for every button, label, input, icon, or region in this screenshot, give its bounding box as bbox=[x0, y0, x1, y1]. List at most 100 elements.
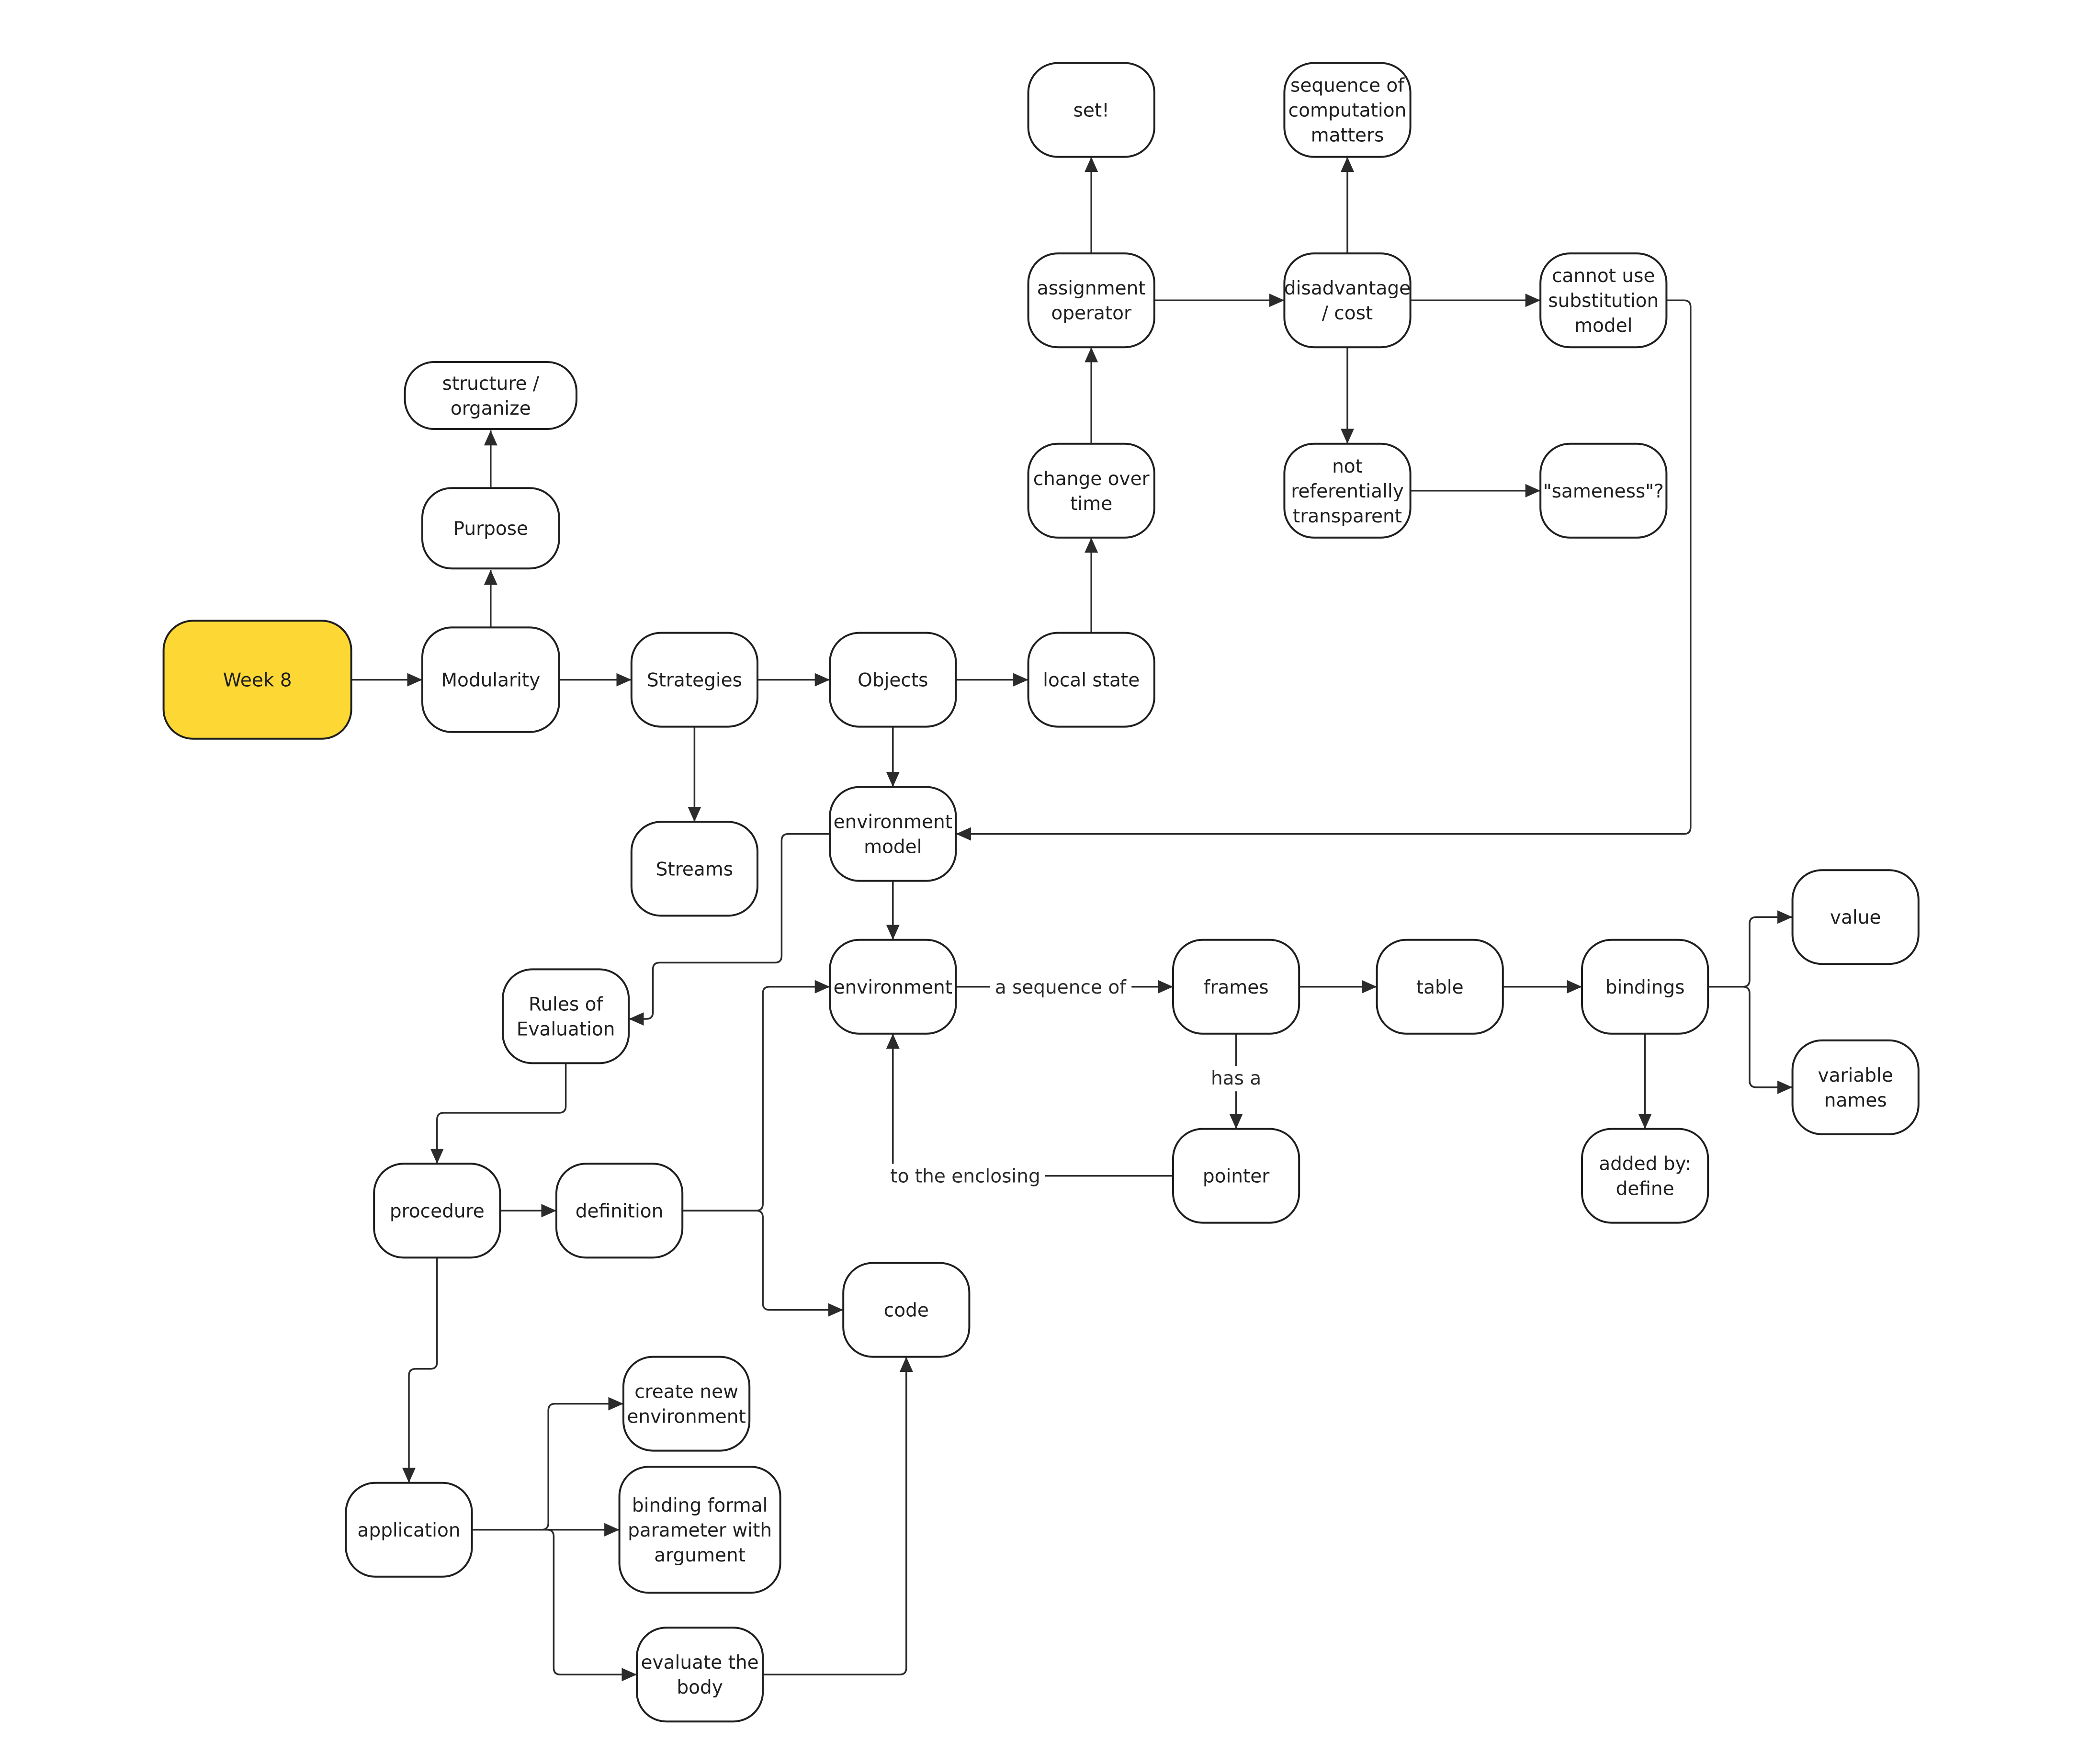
node-label-line: frames bbox=[1204, 977, 1269, 998]
node-label-line: definition bbox=[576, 1200, 664, 1222]
node-binding[interactable]: binding formal parameter with argument bbox=[618, 1466, 781, 1594]
node-label-line: code bbox=[884, 1300, 929, 1322]
edge-rules-to-procedure bbox=[430, 1063, 567, 1164]
node-box bbox=[1027, 442, 1155, 539]
node-box bbox=[1283, 442, 1412, 539]
node-week8[interactable]: Week 8 bbox=[162, 620, 352, 740]
node-box bbox=[1376, 939, 1504, 1035]
edge-label-frames-to-pointer: has a bbox=[1206, 1066, 1266, 1092]
node-box bbox=[1581, 939, 1709, 1035]
edge-label-text: has a bbox=[1211, 1068, 1261, 1089]
node-disadvantage[interactable]: disadvantage / cost bbox=[1283, 252, 1412, 349]
node-label-line: transparent bbox=[1293, 506, 1402, 527]
node-box bbox=[618, 1466, 781, 1594]
edge-cannot-to-envmodel bbox=[956, 299, 1692, 841]
node-objects[interactable]: Objects bbox=[829, 632, 957, 728]
node-box bbox=[1172, 939, 1300, 1035]
node-localstate[interactable]: local state bbox=[1027, 632, 1155, 728]
node-label-line: time bbox=[1070, 493, 1112, 515]
node-modularity[interactable]: Modularity bbox=[421, 626, 560, 733]
node-label-line: table bbox=[1416, 977, 1464, 998]
node-box bbox=[1027, 632, 1155, 728]
node-strategies[interactable]: Strategies bbox=[630, 632, 759, 728]
edge-application-to-evalbody bbox=[472, 1529, 637, 1682]
node-label-line: added by: bbox=[1599, 1153, 1691, 1175]
node-box bbox=[636, 1627, 764, 1723]
node-label-line: parameter with bbox=[628, 1520, 772, 1541]
node-box bbox=[1283, 62, 1412, 158]
edge-label-pointer-to-environment: to the enclosing bbox=[885, 1164, 1045, 1189]
node-label-line: procedure bbox=[390, 1200, 485, 1222]
edge-label-background bbox=[1206, 1066, 1266, 1092]
node-label-line: computation bbox=[1288, 100, 1407, 122]
node-box bbox=[630, 632, 759, 728]
edge-labels-layer: a sequence of has a to the enclosing bbox=[885, 974, 1266, 1189]
node-box bbox=[345, 1481, 473, 1578]
node-label-line: referentially bbox=[1291, 481, 1404, 502]
node-label-line: / cost bbox=[1322, 303, 1373, 324]
node-code[interactable]: code bbox=[842, 1262, 971, 1358]
node-box bbox=[829, 939, 957, 1035]
edge-label-text: a sequence of bbox=[995, 977, 1127, 998]
node-purpose[interactable]: Purpose bbox=[421, 487, 560, 570]
node-label-line: substitution bbox=[1548, 290, 1659, 312]
node-environment[interactable]: environment bbox=[829, 939, 957, 1035]
node-bindings[interactable]: bindings bbox=[1581, 939, 1709, 1035]
node-label-line: create new bbox=[634, 1381, 738, 1403]
node-table[interactable]: table bbox=[1376, 939, 1504, 1035]
node-added[interactable]: added by: define bbox=[1581, 1128, 1709, 1224]
node-label-line: argument bbox=[654, 1545, 746, 1566]
edge-application-to-createenv bbox=[472, 1397, 623, 1531]
node-label-line: Strategies bbox=[647, 670, 742, 691]
node-structure[interactable]: structure /organize bbox=[404, 361, 577, 430]
node-sameness[interactable]: "sameness"? bbox=[1539, 442, 1668, 539]
node-box bbox=[1539, 442, 1668, 539]
node-label-line: Streams bbox=[656, 859, 733, 880]
edge-label-text: to the enclosing bbox=[890, 1166, 1040, 1187]
node-streams[interactable]: Streams bbox=[630, 821, 759, 917]
node-box bbox=[829, 786, 957, 882]
node-box bbox=[421, 487, 560, 570]
node-label-line: bindings bbox=[1605, 977, 1685, 998]
edge-definition-to-code bbox=[682, 1210, 844, 1317]
edge-label-environment-to-frames: a sequence of bbox=[990, 974, 1132, 1000]
node-value[interactable]: value bbox=[1791, 869, 1920, 965]
node-box bbox=[502, 968, 630, 1064]
node-label-line: define bbox=[1616, 1178, 1674, 1200]
node-label-line: value bbox=[1830, 907, 1881, 928]
node-box bbox=[404, 361, 577, 430]
node-label-line: matters bbox=[1311, 125, 1384, 147]
node-label-line: Purpose bbox=[453, 518, 529, 540]
node-label-line: Objects bbox=[858, 670, 928, 691]
node-pointer[interactable]: pointer bbox=[1172, 1128, 1300, 1224]
node-label-line: model bbox=[1574, 315, 1632, 337]
node-label-line: environment bbox=[834, 977, 952, 998]
node-label-line: binding formal bbox=[632, 1495, 768, 1516]
node-definition[interactable]: definition bbox=[555, 1163, 684, 1259]
edge-label-background bbox=[990, 974, 1132, 1000]
node-label-line: disadvantage bbox=[1284, 278, 1411, 299]
node-label-line: Modularity bbox=[441, 670, 540, 691]
node-box bbox=[555, 1163, 684, 1259]
edge-definition-to-environment bbox=[682, 980, 830, 1212]
node-box bbox=[421, 626, 560, 733]
node-application[interactable]: application bbox=[345, 1481, 473, 1578]
edge-procedure-to-application bbox=[402, 1257, 438, 1483]
node-procedure[interactable]: procedure bbox=[373, 1163, 501, 1259]
node-frames[interactable]: frames bbox=[1172, 939, 1300, 1035]
node-label-line: assignment bbox=[1037, 278, 1146, 299]
node-set[interactable]: set! bbox=[1027, 62, 1155, 158]
edge-bindings-to-varnames bbox=[1708, 986, 1793, 1094]
node-box bbox=[1581, 1128, 1709, 1224]
